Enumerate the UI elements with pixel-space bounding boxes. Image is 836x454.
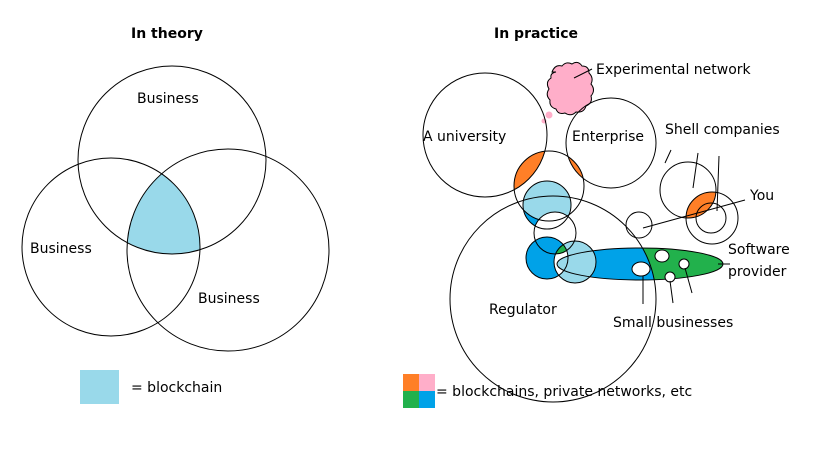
experimental-pointer xyxy=(573,68,593,79)
label-enterprise: Enterprise xyxy=(572,129,644,145)
right-title: In practice xyxy=(494,26,578,42)
enterprise-circle xyxy=(565,97,657,189)
legend-swatch-blockchain xyxy=(80,370,119,404)
university-circle xyxy=(422,72,548,198)
legend-swatch-pink xyxy=(419,374,435,391)
shell-pointer-2 xyxy=(692,152,699,189)
small-business-3 xyxy=(664,271,676,283)
shell-pointer-1 xyxy=(664,149,672,164)
business-circle-right xyxy=(126,148,330,352)
legend-text-networks: = blockchains, private networks, etc xyxy=(436,384,692,400)
shell-company-circle-2 xyxy=(685,191,739,245)
you-circle-1 xyxy=(625,211,653,239)
legend-swatch-blue xyxy=(419,391,435,408)
legend-swatch-green xyxy=(403,391,419,408)
legend-swatch-multicolor xyxy=(403,374,435,408)
middle-network-circle xyxy=(513,150,585,222)
small-business-1 xyxy=(631,261,651,277)
label-shell-companies: Shell companies xyxy=(665,122,780,138)
label-small-businesses: Small businesses xyxy=(613,315,733,331)
small-pointer-3 xyxy=(684,267,693,294)
business-label-top: Business xyxy=(137,91,199,107)
network-circle-c xyxy=(525,236,569,280)
label-university: A university xyxy=(423,129,506,145)
small-pointer-2 xyxy=(669,280,674,304)
label-software: Software xyxy=(728,242,790,258)
you-pointer xyxy=(642,199,746,229)
blockchain-intersection xyxy=(127,158,200,254)
network-circle-b xyxy=(533,211,577,255)
network-circle-d xyxy=(553,240,597,284)
orange-intersection-shells xyxy=(686,192,716,218)
shell-pointer-3 xyxy=(716,155,720,212)
business-label-left: Business xyxy=(30,241,92,257)
label-experimental-network: Experimental network xyxy=(596,62,752,78)
left-title: In theory xyxy=(131,26,203,42)
business-label-right: Business xyxy=(198,291,260,307)
business-circle-top xyxy=(77,65,267,255)
business-circle-left xyxy=(21,157,201,337)
shell-company-circle-1 xyxy=(659,161,717,219)
label-provider: provider xyxy=(728,264,787,280)
label-you: You xyxy=(749,188,774,204)
network-circle-a-outline xyxy=(522,180,572,230)
legend-text-blockchain: = blockchain xyxy=(131,380,222,396)
experimental-network-cloud xyxy=(541,61,594,124)
you-circle-2 xyxy=(695,202,727,234)
small-business-4 xyxy=(678,258,690,270)
small-business-2 xyxy=(654,249,670,263)
legend-swatch-orange xyxy=(403,374,419,391)
label-regulator: Regulator xyxy=(489,302,557,318)
regulator-circle xyxy=(449,195,657,403)
